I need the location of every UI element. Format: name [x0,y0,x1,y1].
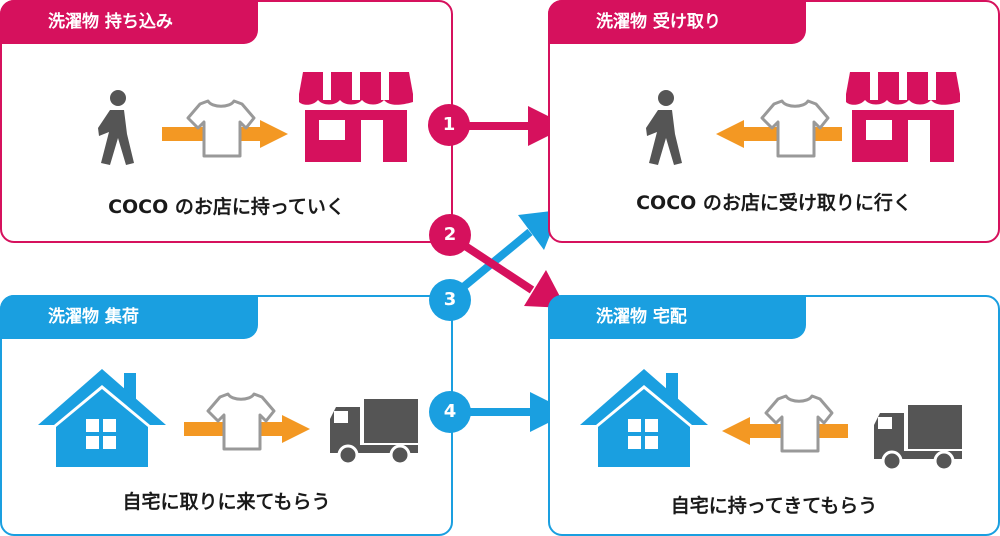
box-delivery: 洗濯物 宅配 自宅に持ってきてもらう [548,295,1000,536]
house-icon [580,369,708,467]
step-1-badge: 1 [428,104,470,146]
shirt-icon [760,99,830,158]
shirt-icon [186,99,256,158]
shirt-icon [206,392,276,451]
box-caption: COCO のお店に持っていく [108,196,345,218]
store-icon [846,72,960,162]
box-title: 洗濯物 受け取り [548,0,806,44]
box-pickup: 洗濯物 受け取り COCO のお店に受け取りに行く [548,0,1000,243]
box-caption: COCO のお店に受け取りに行く [636,192,912,214]
step-2-badge: 2 [429,214,471,256]
truck-icon [874,405,962,472]
shirt-icon [764,394,834,453]
step-3-badge: 3 [429,279,471,321]
box-caption: 自宅に取りに来てもらう [122,491,331,513]
store-icon [299,72,413,162]
box-collection: 洗濯物 集荷 自宅に取りに来てもらう [0,295,453,536]
walking-person-icon [646,90,682,165]
step-4-badge: 4 [429,391,471,433]
box-caption: 自宅に持ってきてもらう [670,495,878,517]
box-title: 洗濯物 持ち込み [0,0,258,44]
box-dropoff: 洗濯物 持ち込み COCO のお店に持っていく [0,0,453,243]
truck-icon [330,399,418,466]
box-title: 洗濯物 宅配 [548,295,806,339]
walking-person-icon [98,90,134,165]
house-icon [38,369,166,467]
box-title: 洗濯物 集荷 [0,295,258,339]
